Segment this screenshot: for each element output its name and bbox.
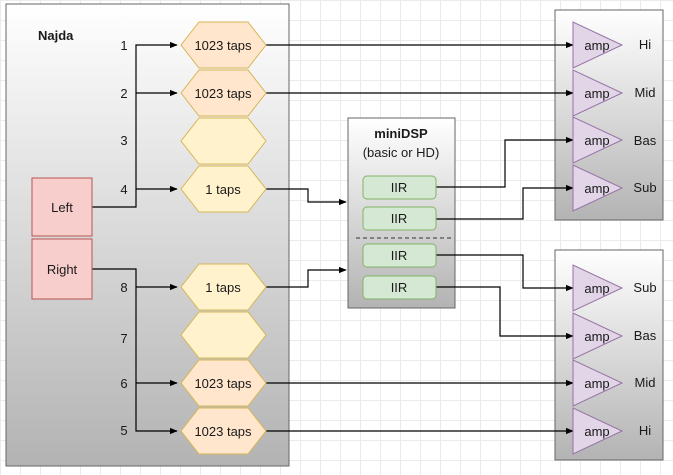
band-label: Bas	[634, 133, 657, 148]
channel-number: 4	[120, 182, 127, 197]
amp-triangle	[572, 116, 624, 164]
amp-label: amp	[584, 329, 609, 344]
minidsp-title: miniDSP	[374, 126, 428, 141]
channel-number: 5	[120, 423, 127, 438]
empty-hexagon	[180, 117, 267, 165]
iir-box	[362, 275, 437, 300]
input-right-label: Right	[47, 262, 78, 277]
fir-hexagon-label: 1023 taps	[194, 38, 252, 53]
fir-hexagon	[180, 263, 267, 311]
channel-number: 2	[120, 86, 127, 101]
amp-triangle	[572, 264, 624, 312]
iir-box	[362, 206, 437, 231]
amp-label: amp	[584, 181, 609, 196]
iir-label: IIR	[391, 248, 408, 263]
fir-hexagon	[180, 165, 267, 213]
fir-hexagon-label: 1023 taps	[194, 424, 252, 439]
fir-hexagon	[180, 69, 267, 117]
fir-hexagon	[180, 359, 267, 407]
empty-hexagon	[180, 311, 267, 359]
najda-title: Najda	[38, 28, 74, 43]
amp-triangle	[572, 312, 624, 360]
amp-triangle	[572, 359, 624, 407]
amp-label: amp	[584, 133, 609, 148]
channel-number: 6	[120, 376, 127, 391]
amp-triangle	[572, 69, 624, 117]
channel-number: 7	[120, 331, 127, 346]
channel-number: 3	[120, 133, 127, 148]
band-label: Mid	[635, 85, 656, 100]
band-label: Bas	[634, 328, 657, 343]
fir-hexagon	[180, 407, 267, 455]
input-left	[31, 177, 93, 237]
amp-triangle	[572, 407, 624, 455]
input-right	[31, 238, 93, 300]
band-label: Hi	[639, 423, 651, 438]
fir-hexagon-label: 1 taps	[205, 280, 241, 295]
iir-box	[362, 175, 437, 200]
fir-hexagon-label: 1 taps	[205, 182, 241, 197]
fir-hexagon-label: 1023 taps	[194, 86, 252, 101]
band-label: Sub	[633, 280, 656, 295]
fir-hexagon	[180, 21, 267, 69]
amp-label: amp	[584, 424, 609, 439]
amp-label: amp	[584, 86, 609, 101]
amp-label: amp	[584, 376, 609, 391]
amp-label: amp	[584, 38, 609, 53]
minidsp-subtitle: (basic or HD)	[363, 145, 440, 160]
amp-triangle	[572, 164, 624, 212]
iir-label: IIR	[391, 180, 408, 195]
amp-label: amp	[584, 281, 609, 296]
iir-label: IIR	[391, 211, 408, 226]
amp-triangle	[572, 21, 624, 69]
connectors	[92, 41, 574, 435]
band-label: Sub	[633, 180, 656, 195]
iir-label: IIR	[391, 280, 408, 295]
band-label: Hi	[639, 37, 651, 52]
fir-hexagon-label: 1023 taps	[194, 376, 252, 391]
channel-number: 8	[120, 280, 127, 295]
channel-number: 1	[120, 38, 127, 53]
iir-box	[362, 243, 437, 268]
input-left-label: Left	[51, 200, 73, 215]
band-label: Mid	[635, 375, 656, 390]
